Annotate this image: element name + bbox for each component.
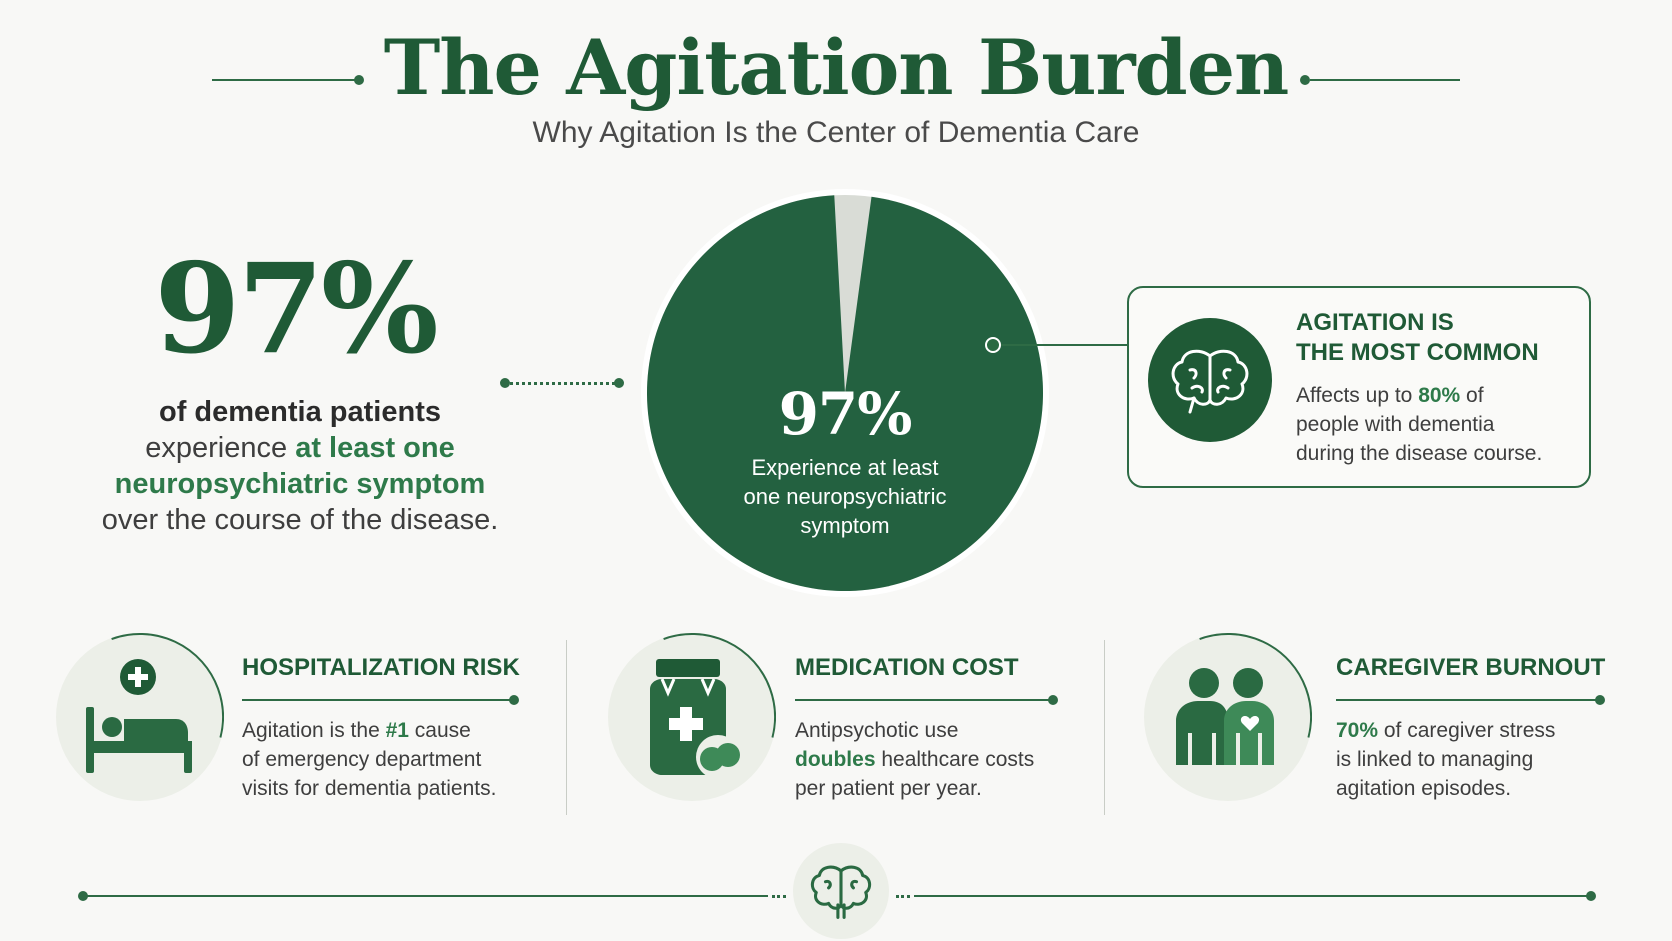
card-medication-rule-dot	[1048, 695, 1058, 705]
card-divider-1	[566, 640, 567, 815]
pie-caption-line1: Experience at least	[751, 455, 939, 480]
footer-rule-left	[84, 895, 768, 897]
card-medication-line3: per patient per year.	[795, 777, 982, 800]
card-hospitalization-line2: of emergency department	[242, 748, 482, 771]
card-caregiver-rule-dot	[1595, 695, 1605, 705]
title-rule-left	[212, 79, 358, 81]
brain-icon	[810, 865, 872, 919]
page-title: The Agitation Burden	[383, 23, 1290, 112]
big-stat-line1: of dementia patients	[159, 396, 441, 428]
hospital-bed-icon	[56, 633, 224, 801]
pie-caption: Experience at least one neuropsychiatric…	[640, 453, 1050, 540]
callout-title-line1: AGITATION IS	[1296, 309, 1454, 336]
card-hospitalization-text: Agitation is the #1 cause of emergency d…	[242, 716, 532, 803]
header: The Agitation Burden Why Agitation Is th…	[0, 28, 1672, 150]
callout-title: AGITATION IS THE MOST COMMON	[1296, 308, 1586, 368]
card-medication-line2: doubles healthcare costs	[795, 745, 1085, 774]
card-caregiver-text: 70% of caregiver stress is linked to man…	[1336, 716, 1626, 803]
title-rule-right-dot	[1300, 75, 1310, 85]
pie-chart	[640, 188, 1050, 598]
stat-to-pie-connector	[505, 382, 620, 385]
pie-value: 97%	[778, 380, 913, 448]
card-hospitalization-line1-pre: Agitation is the	[242, 719, 386, 742]
pie-main-slice	[647, 195, 1043, 592]
callout-text: Affects up to 80% of people with dementi…	[1296, 381, 1586, 468]
big-stat-line3: neuropsychiatric symptom	[114, 468, 486, 500]
hospitalization-icon-circle	[56, 633, 224, 801]
card-medication-line2-accent: doubles	[795, 748, 876, 771]
caregiver-icon	[1144, 633, 1312, 801]
pie-connector-ring	[985, 337, 1001, 353]
card-hospitalization-line3: visits for dementia patients.	[242, 777, 497, 800]
big-stat-value: 97%	[154, 237, 438, 382]
pie-caption-line2: one neuropsychiatric	[743, 484, 947, 509]
card-caregiver-line1-accent: 70%	[1336, 719, 1379, 742]
connector-dot-left	[500, 378, 510, 388]
card-hospitalization-line1-accent: #1	[385, 719, 409, 742]
big-stat-line4: over the course of the disease.	[101, 504, 499, 536]
pie-caption-line3: symptom	[800, 513, 890, 538]
connector-dot-right	[614, 378, 624, 388]
callout-title-line2: THE MOST COMMON	[1296, 339, 1539, 366]
callout-text-accent: 80%	[1418, 384, 1461, 407]
card-medication-text: Antipsychotic use doubles healthcare cos…	[795, 716, 1085, 803]
page-subtitle: Why Agitation Is the Center of Dementia …	[532, 115, 1140, 149]
title-rule-right	[1310, 79, 1460, 81]
pie-to-callout-connector	[1000, 344, 1128, 346]
card-caregiver-title: CAREGIVER BURNOUT	[1336, 654, 1606, 681]
big-stat-line2: experience at least one	[60, 430, 540, 466]
footer-dotted-left	[772, 895, 786, 898]
callout-text-line3: during the disease course.	[1296, 442, 1543, 465]
footer-icon-circle	[793, 843, 889, 939]
card-hospitalization-rule	[242, 699, 514, 701]
card-medication-line1: Antipsychotic use	[795, 719, 959, 742]
footer-dot-left	[78, 891, 88, 901]
card-hospitalization-line1: Agitation is the #1 cause	[242, 716, 532, 745]
big-stat-line2-text: experience	[145, 432, 296, 464]
big-stat-line2-accent: at least one	[295, 432, 455, 464]
card-medication-rule	[795, 699, 1053, 701]
pie-center-label: 97% Experience at least one neuropsychia…	[640, 385, 1050, 540]
card-caregiver-line3: agitation episodes.	[1336, 777, 1512, 800]
callout-text-line1: Affects up to 80% of	[1296, 381, 1586, 410]
pie-svg	[641, 189, 1049, 597]
card-caregiver-line1: 70% of caregiver stress	[1336, 716, 1626, 745]
card-hospitalization-rule-dot	[509, 695, 519, 705]
medication-icon-circle	[608, 633, 776, 801]
footer-dotted-right	[896, 895, 910, 898]
footer-rule-right	[914, 895, 1590, 897]
callout-text-line2: people with dementia	[1296, 413, 1495, 436]
caregiver-icon-circle	[1144, 633, 1312, 801]
brain-icon	[1171, 349, 1249, 414]
card-medication-title: MEDICATION COST	[795, 654, 1019, 681]
title-rule-left-dot	[354, 75, 364, 85]
card-hospitalization-line1-post: cause	[408, 719, 471, 742]
card-caregiver-line1-post: of caregiver stress	[1378, 719, 1556, 742]
big-stat-description: of dementia patients experience at least…	[60, 394, 540, 538]
footer-dot-right	[1586, 891, 1596, 901]
callout-text-pre: Affects up to	[1296, 384, 1419, 407]
card-medication-line2-post: healthcare costs	[875, 748, 1035, 771]
medication-bottle-icon	[608, 633, 776, 801]
callout-text-post: of	[1460, 384, 1484, 407]
callout-icon-circle	[1148, 318, 1272, 442]
card-caregiver-rule	[1336, 699, 1600, 701]
card-caregiver-line2: is linked to managing	[1336, 748, 1534, 771]
card-hospitalization-title: HOSPITALIZATION RISK	[242, 654, 520, 681]
card-divider-2	[1104, 640, 1105, 815]
